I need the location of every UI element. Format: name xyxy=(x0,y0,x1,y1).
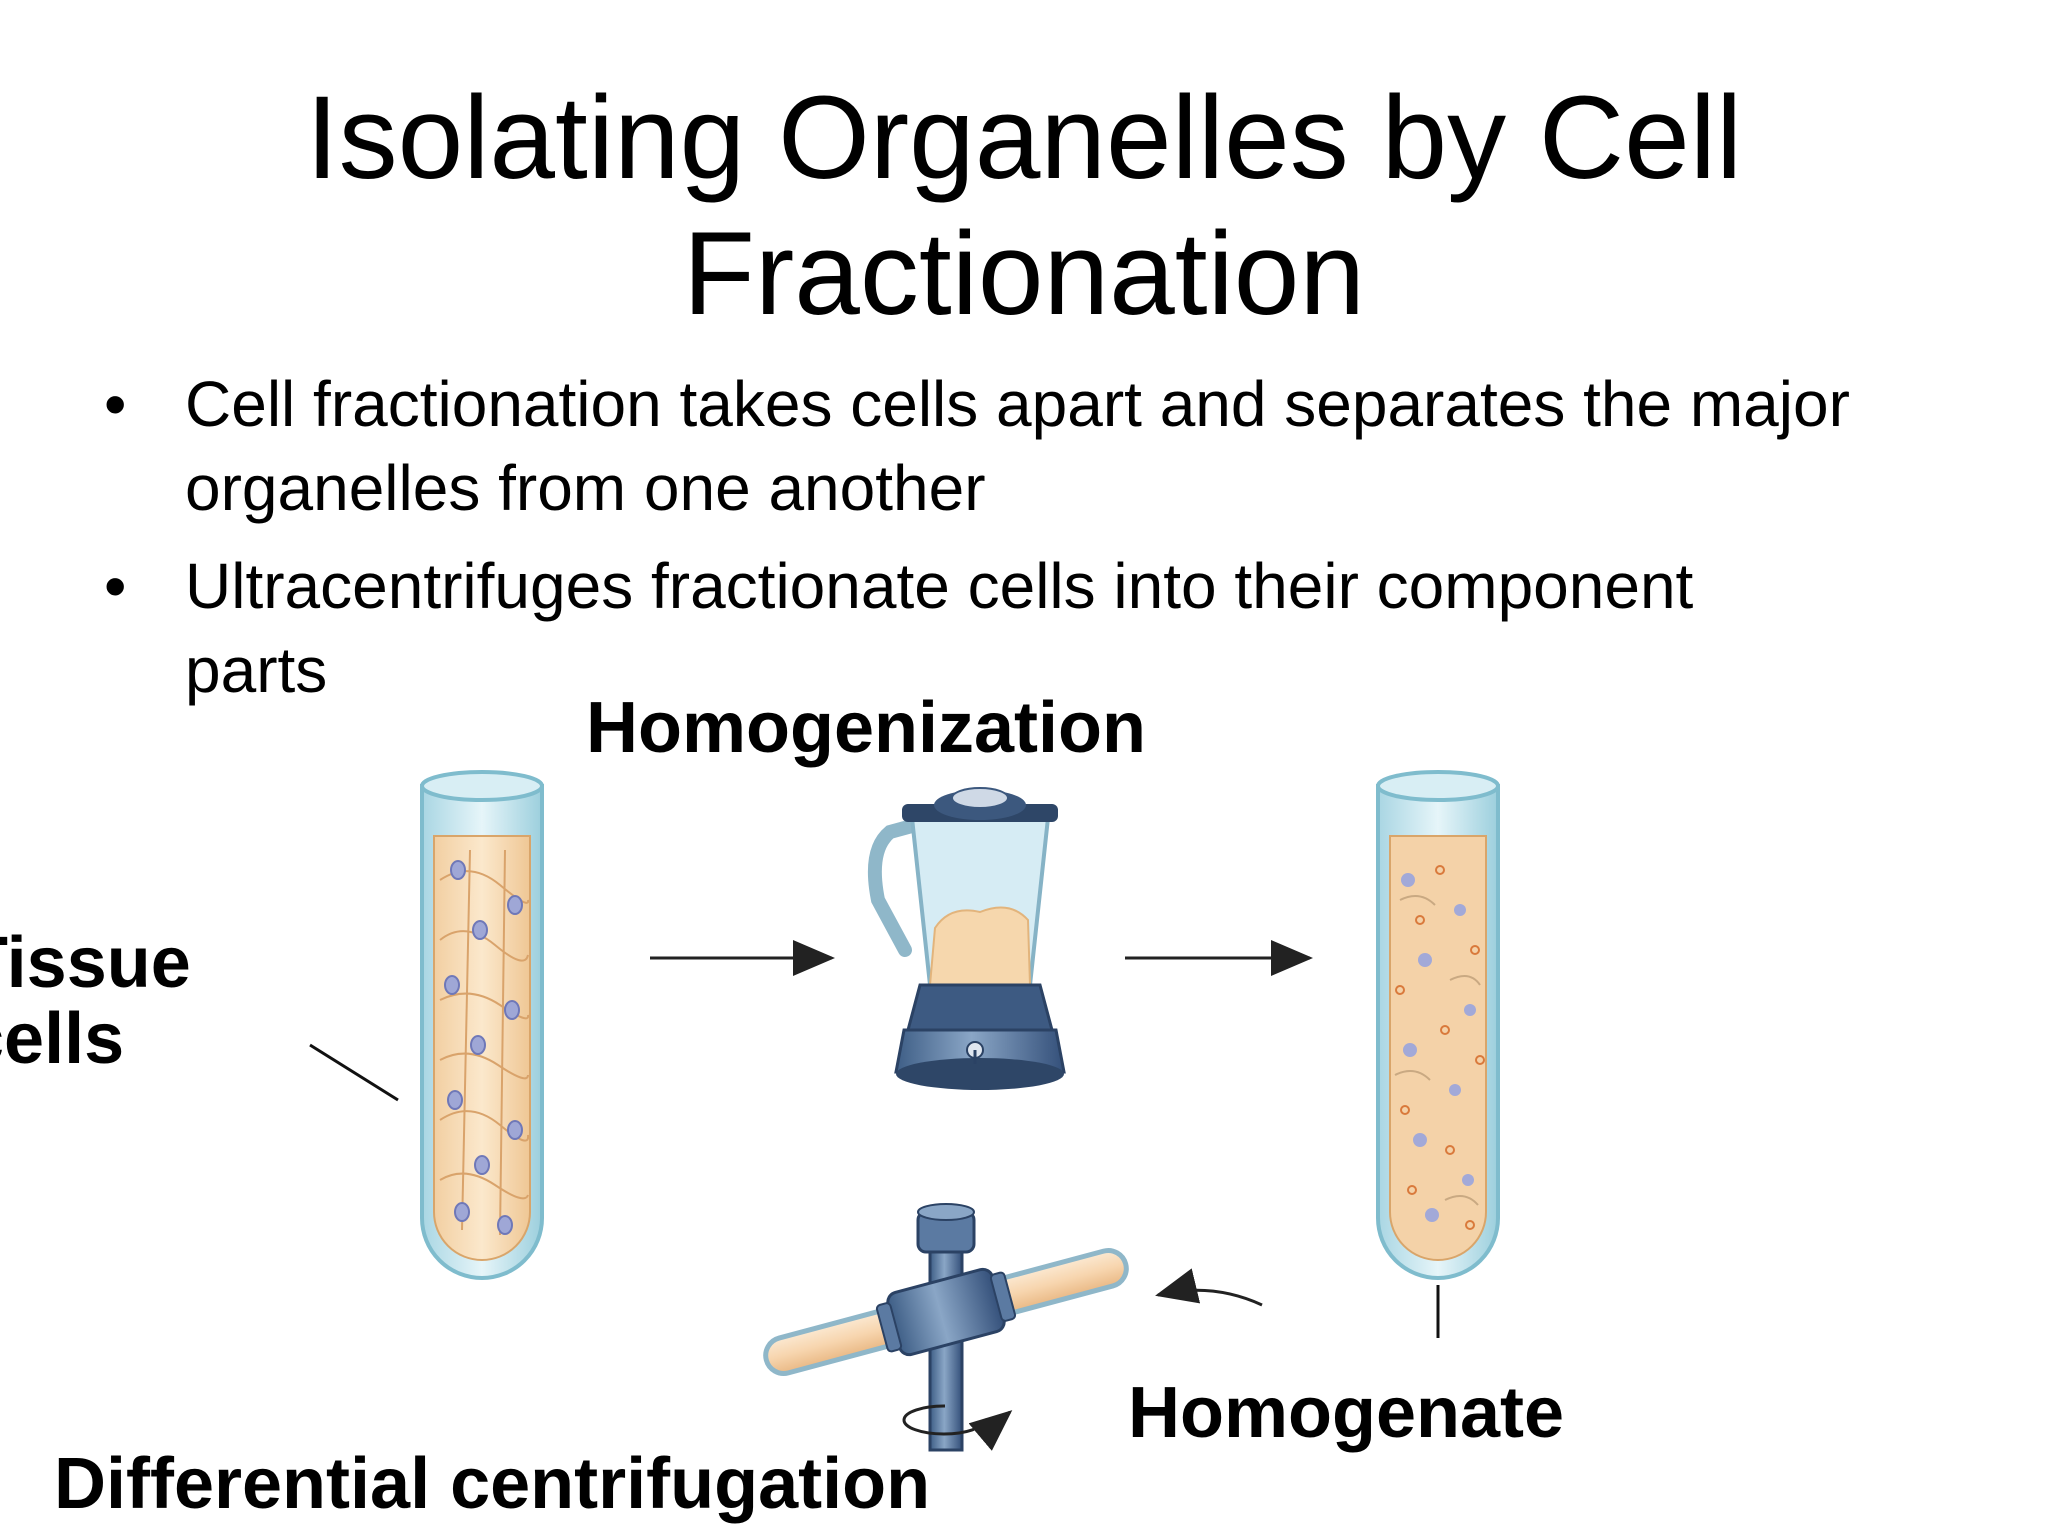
title-line-2: Fractionation xyxy=(682,208,1366,340)
homogenate-tube xyxy=(1376,770,1500,1280)
bullet-text-line: organelles from one another xyxy=(185,452,986,524)
tissue-cells-label-line-1: Tissue xyxy=(0,923,191,1003)
tissue-cells-tube xyxy=(420,770,544,1280)
bullet-dot: • xyxy=(104,368,127,440)
slide-title: Isolating Organelles by Cell Fractionati… xyxy=(0,70,2048,342)
bullet-list: • Cell fractionation takes cells apart a… xyxy=(100,362,2030,726)
homogenization-label: Homogenization xyxy=(586,688,1146,768)
differential-centrifugation-label: Differential centrifugation xyxy=(54,1444,931,1524)
bullet-item: • Ultracentrifuges fractionate cells int… xyxy=(100,544,2030,712)
bullet-item: • Cell fractionation takes cells apart a… xyxy=(100,362,2030,530)
bullet-text-line: Cell fractionation takes cells apart and… xyxy=(185,368,1850,440)
bullet-text-line: parts xyxy=(185,634,328,706)
tissue-pointer-line xyxy=(309,1043,399,1102)
homogenate-label: Homogenate xyxy=(1128,1373,1565,1453)
tissue-cells-label-line-2: cells xyxy=(0,999,125,1079)
title-line-1: Isolating Organelles by Cell xyxy=(305,72,1743,204)
arrow-to-centrifuge xyxy=(1155,1268,1263,1307)
centrifuge xyxy=(763,1203,1129,1452)
bullet-dot: • xyxy=(104,550,127,622)
blender xyxy=(867,787,1066,1090)
bullet-text-line: Ultracentrifuges fractionate cells into … xyxy=(185,550,1694,622)
